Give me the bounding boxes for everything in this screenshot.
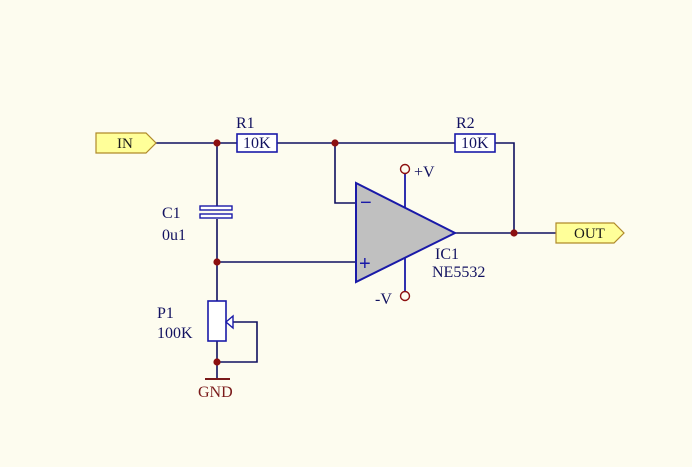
output-port-shape: [555, 222, 625, 244]
opamp-positive-supply-label: +V: [414, 164, 435, 181]
potentiometer-p1-body: [207, 300, 227, 342]
capacitor-c1-value: 0u1: [162, 227, 186, 244]
capacitor-c1: C1 0u1: [162, 205, 233, 244]
opamp-ic1: − + +V -V IC1 NE5532: [355, 163, 485, 308]
opamp-noninverting-sign: +: [359, 253, 371, 275]
opamp-inverting-sign: −: [360, 192, 372, 214]
resistor-r1-ref: R1: [236, 115, 255, 132]
capacitor-c1-plate-top: [199, 205, 233, 211]
resistor-r1-body: [236, 133, 278, 153]
resistor-r2-body: [454, 133, 496, 153]
ground-label: GND: [198, 384, 233, 401]
wire-feedback-inverting: [334, 143, 356, 204]
capacitor-c1-ref: C1: [162, 205, 181, 222]
output-port-label: OUT: [574, 226, 605, 242]
junction-input-node: [213, 139, 221, 147]
resistor-r1: R1 10K: [236, 115, 278, 153]
potentiometer-p1-ref: P1: [157, 305, 174, 322]
opamp-negative-supply-terminal: [399, 290, 411, 302]
output-port: OUT: [555, 222, 625, 244]
junction-feedback-node: [331, 139, 339, 147]
opamp-negative-supply-label: -V: [375, 291, 392, 308]
input-port-shape: [95, 132, 157, 154]
opamp-positive-supply-terminal: [399, 163, 411, 175]
input-port-label: IN: [117, 136, 133, 152]
resistor-r2-value: 10K: [461, 135, 489, 152]
ground-symbol: GND: [198, 378, 233, 401]
resistor-r2-ref: R2: [456, 115, 475, 132]
opamp-ic1-ref: IC1: [435, 246, 459, 263]
potentiometer-p1-wiper-arrow: [224, 314, 234, 330]
junction-output-node: [510, 229, 518, 237]
junctions: [213, 139, 518, 366]
opamp-ic1-part: NE5532: [432, 264, 485, 281]
junction-noninverting-node: [213, 258, 221, 266]
capacitor-c1-plate-bottom: [199, 213, 233, 219]
input-port: IN: [95, 132, 157, 154]
resistor-r1-value: 10K: [243, 135, 271, 152]
potentiometer-p1: P1 100K: [157, 300, 234, 342]
junction-ground-node: [213, 358, 221, 366]
potentiometer-p1-value: 100K: [157, 325, 193, 342]
wire-r2-to-output: [495, 142, 515, 233]
wire-p1-wiper-loop: [217, 321, 258, 363]
resistor-r2: R2 10K: [454, 115, 496, 153]
